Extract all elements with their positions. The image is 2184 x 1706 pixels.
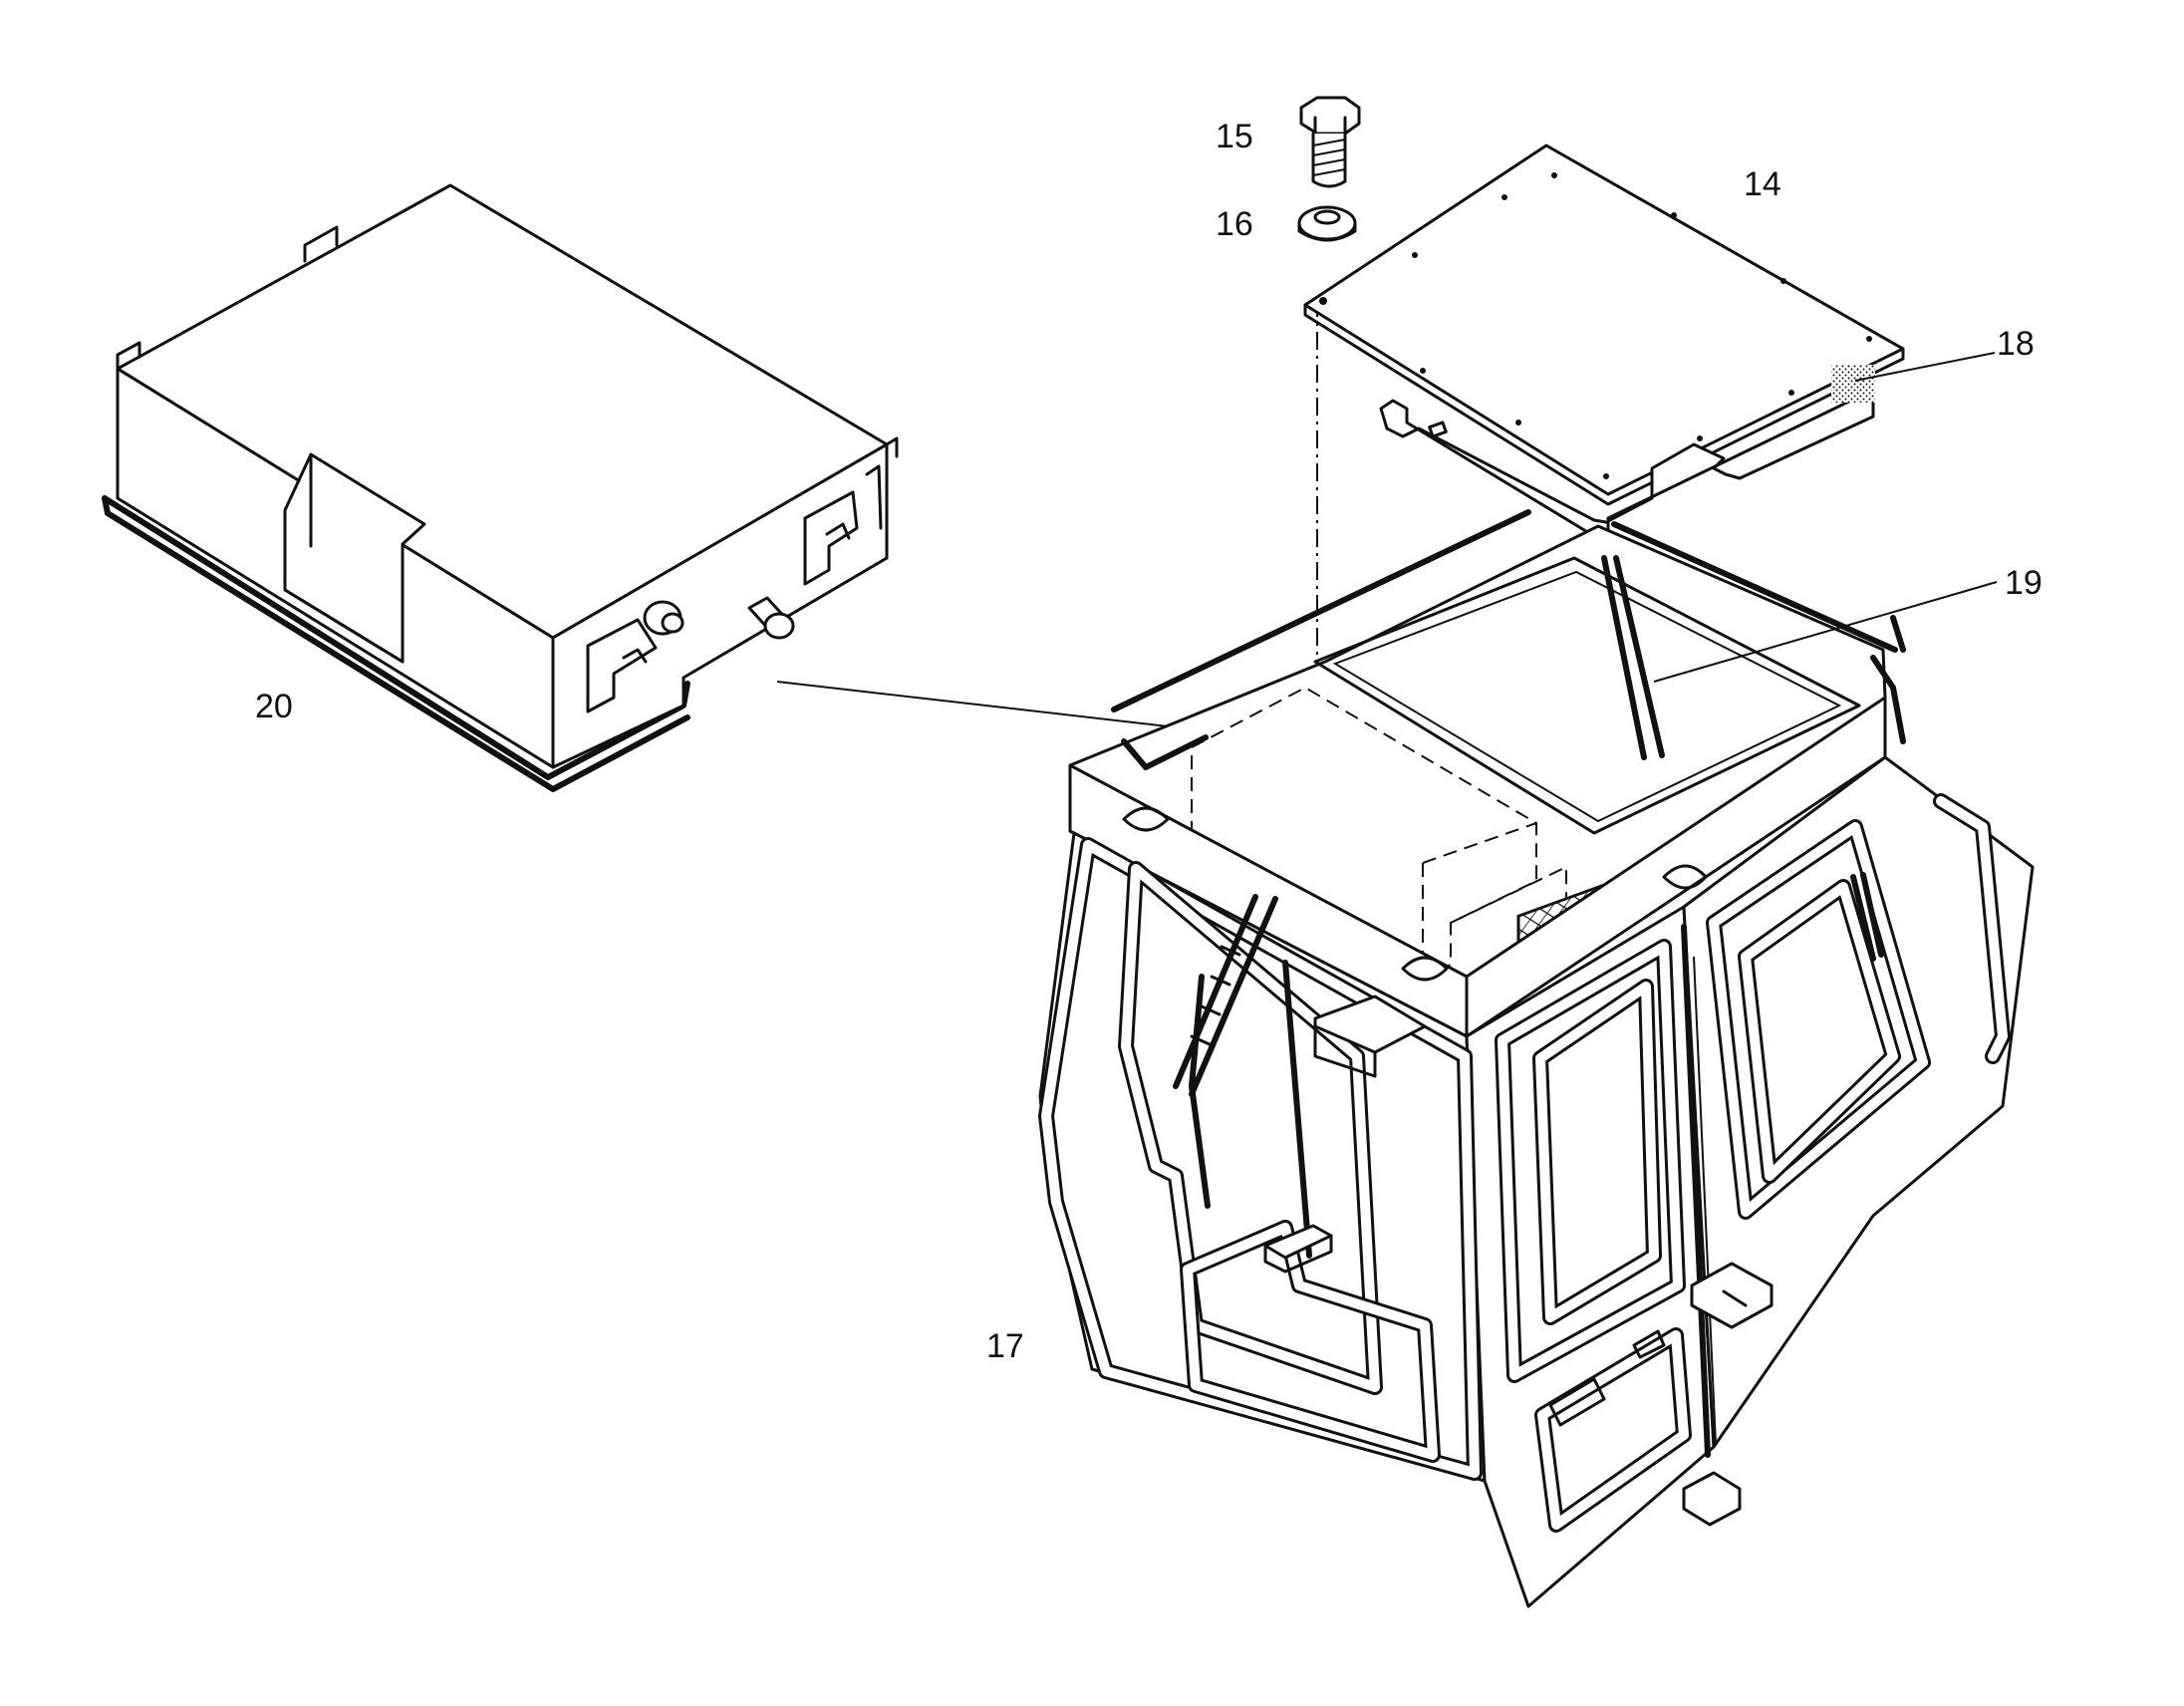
callout-17: 17: [986, 1327, 1024, 1365]
connector-a: [643, 600, 684, 636]
part-16-washer: [1297, 205, 1357, 242]
callout-20: 20: [255, 688, 293, 725]
leader-line-19: [1653, 581, 1998, 683]
part-17-cab: [1038, 509, 2035, 1608]
callout-14: 14: [1744, 165, 1781, 203]
callout-15: 15: [1216, 118, 1253, 155]
part-20-box-unit: [102, 183, 899, 792]
connector-b: [747, 596, 795, 640]
callout-19: 19: [2005, 564, 2043, 602]
leader-line-18: [1854, 352, 1996, 382]
part-15-bolt: [1299, 96, 1361, 188]
callout-18: 18: [1997, 325, 2035, 363]
callout-16: 16: [1216, 205, 1253, 243]
part-14-roof-plate: [1303, 143, 1905, 506]
